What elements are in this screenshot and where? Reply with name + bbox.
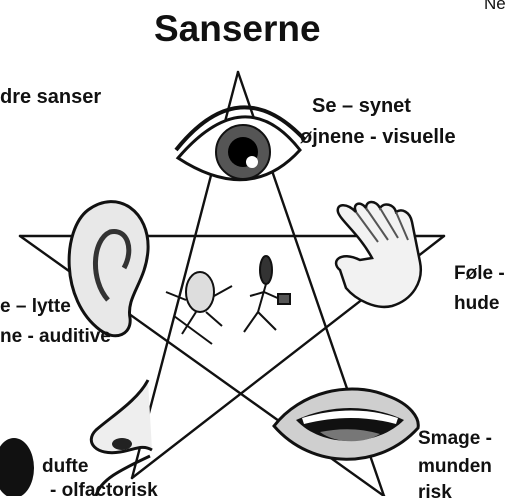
page-title: Sanserne — [154, 8, 321, 49]
mouth-icon — [272, 387, 420, 461]
hear-label: e – lytte — [0, 296, 71, 317]
nose-icon — [89, 379, 153, 496]
ear-icon — [67, 200, 150, 338]
hear-sublabel: ne - auditive — [0, 326, 111, 347]
taste-sublabel: munden — [418, 456, 492, 477]
feel-label: Føle - — [454, 263, 505, 284]
hand-icon — [334, 200, 423, 309]
feel-sublabel: hude — [454, 293, 500, 314]
left-heading-fragment: dre sanser — [0, 86, 102, 108]
corner-text: Ne — [484, 0, 506, 13]
see-sublabel: øjnene - visuelle — [300, 126, 456, 148]
taste-label: Smage - — [418, 428, 492, 449]
taste-sublabel-2: risk — [418, 482, 452, 503]
see-label: Se – synet — [312, 95, 411, 117]
smell-label: dufte — [42, 456, 89, 477]
dark-corner-shape — [0, 438, 34, 496]
smell-sublabel: - olfactorisk — [50, 480, 158, 501]
eye-icon — [174, 105, 307, 182]
running-figures-illustration — [165, 255, 291, 345]
